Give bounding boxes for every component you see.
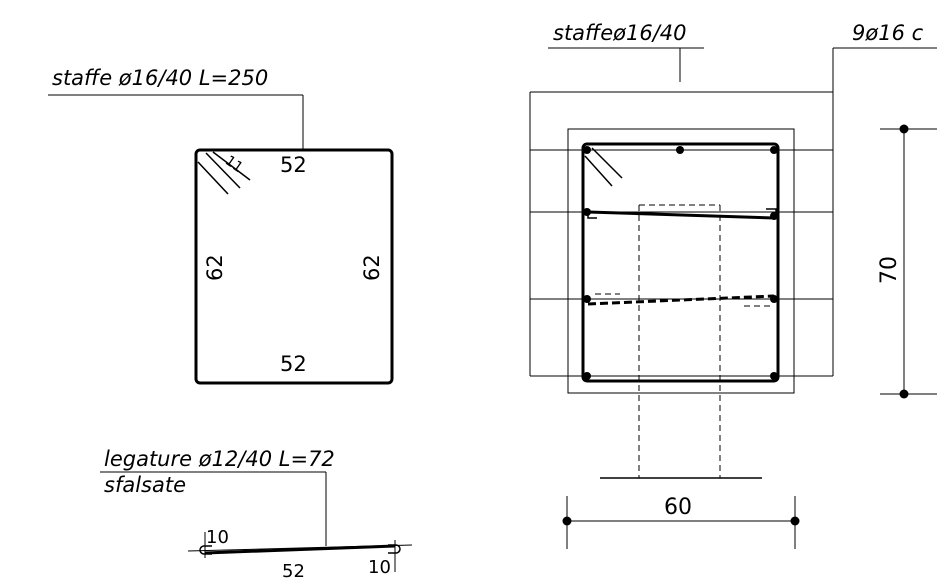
stirrup-top-dim: 52 xyxy=(280,153,307,177)
tie-length-dim: 52 xyxy=(282,561,305,579)
section-stirrup xyxy=(581,142,780,383)
stirrup-hook-3 xyxy=(212,151,251,181)
width-dim-dot-left xyxy=(562,516,572,526)
rebar xyxy=(583,146,591,154)
stirrup-left-dim: 62 xyxy=(203,254,227,281)
tie-bar xyxy=(204,544,396,555)
stirrup-hook-2 xyxy=(205,152,241,189)
tie-label: legature ø12/40 L=72 xyxy=(104,447,335,471)
height-dim-dot-top xyxy=(899,124,909,134)
rebar xyxy=(770,295,778,303)
tie-right-hook-dim: 10 xyxy=(368,557,391,578)
section-tie-2 xyxy=(587,294,775,306)
height-dim-text: 70 xyxy=(877,256,902,284)
tie-sublabel: sfalsate xyxy=(104,473,186,497)
section-hook-2 xyxy=(591,147,623,179)
width-dim-dot-right xyxy=(790,516,800,526)
stirrup-outline xyxy=(194,148,394,385)
height-dim-dot-bottom xyxy=(899,389,909,399)
rebar xyxy=(770,146,778,154)
rebar xyxy=(676,146,684,154)
stirrup-detail: staffe ø16/40 L=250 11 52 52 62 62 xyxy=(48,66,394,385)
rebar xyxy=(770,372,778,380)
section-bars-label: 9ø16 c xyxy=(852,21,924,45)
concrete-outline xyxy=(567,128,795,394)
stirrup-label: staffe ø16/40 L=250 xyxy=(52,66,268,90)
rebar xyxy=(583,295,591,303)
section-stirrup-label: staffeø16/40 xyxy=(553,21,687,45)
tie-left-hook xyxy=(199,545,212,555)
section-hook-1 xyxy=(584,155,613,187)
rebar xyxy=(583,372,591,380)
rebar xyxy=(583,208,591,216)
stirrup-right-dim: 62 xyxy=(360,254,384,281)
width-dim-text: 60 xyxy=(664,495,692,520)
stirrup-hook-1 xyxy=(197,161,229,195)
stirrup-bottom-dim: 52 xyxy=(280,352,307,376)
column-section: staffeø16/40 9ø16 c xyxy=(529,21,937,549)
rebar xyxy=(770,212,778,220)
tie-right-hook xyxy=(388,544,401,554)
rebars xyxy=(583,146,778,380)
section-tie-1 xyxy=(587,210,775,220)
tie-detail: legature ø12/40 L=72 sfalsate 10 10 52 xyxy=(100,447,413,579)
tie-left-hook-dim: 10 xyxy=(206,527,229,548)
